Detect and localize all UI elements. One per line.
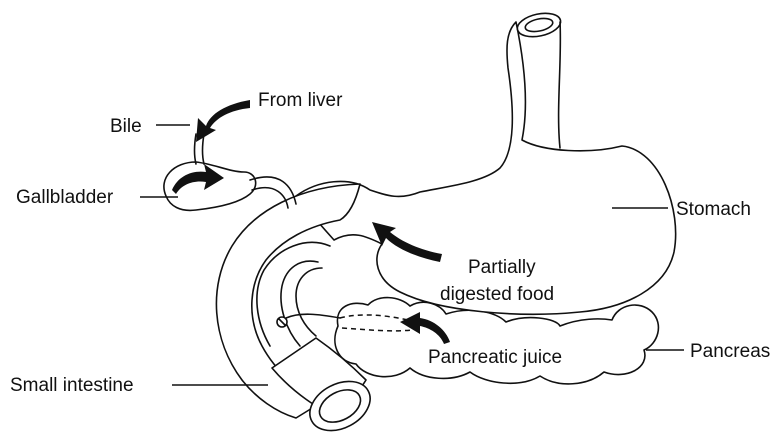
partially-label: Partially — [468, 257, 536, 278]
small-intestine-label: Small intestine — [10, 375, 134, 396]
gallbladder-label: Gallbladder — [16, 187, 114, 208]
pancreatic-juice-label: Pancreatic juice — [428, 347, 562, 368]
bile-duct-upper-2 — [203, 134, 205, 164]
bile-duct-upper — [195, 134, 197, 164]
from-liver-arrow — [196, 100, 250, 142]
from-liver-label: From liver — [258, 90, 343, 111]
pancreatic-duct — [286, 314, 340, 318]
duodenum-fold-2 — [296, 268, 322, 336]
digested-food-label: digested food — [440, 284, 554, 305]
stomach-label: Stomach — [676, 199, 751, 220]
bile-label: Bile — [110, 116, 142, 137]
pancreas-label: Pancreas — [690, 341, 770, 362]
esophagus-wall — [559, 22, 561, 148]
